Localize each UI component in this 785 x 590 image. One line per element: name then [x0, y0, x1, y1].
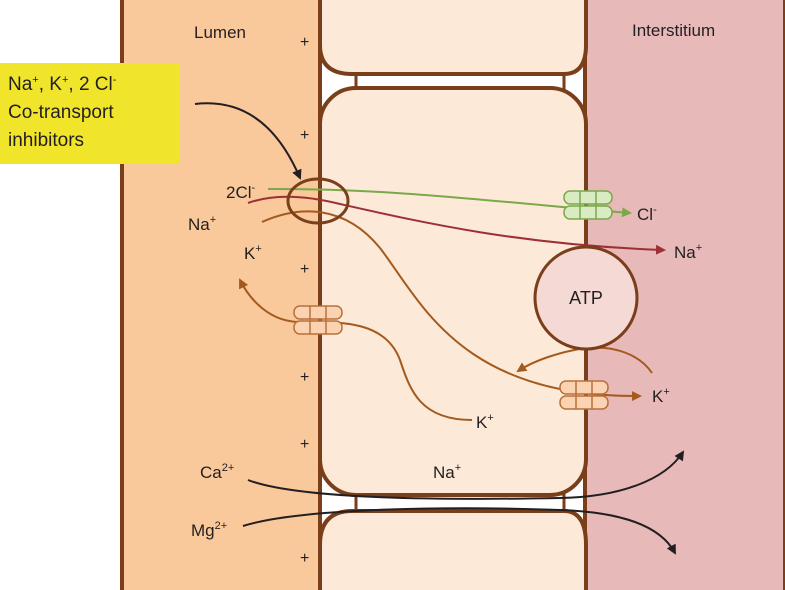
- nkcc-cotransporter: [286, 177, 350, 225]
- cl-interstitium-label: Cl-: [637, 204, 657, 224]
- inhibitor-callout-box: [0, 63, 180, 164]
- cl-channel-basolateral: [563, 190, 613, 220]
- ca-label: Ca2+: [200, 462, 234, 482]
- charge-sign: +: [300, 436, 309, 453]
- k-channel-basolateral: [559, 380, 609, 410]
- inhibitor-callout-line2: Co-transport: [8, 102, 114, 123]
- k-reabsorb-path: [261, 210, 642, 402]
- k-interstitium-label: K+: [652, 386, 670, 406]
- inhibitor-arrow: [194, 102, 302, 180]
- na-junction-label: Na+: [433, 462, 461, 482]
- k-secretion-path: [239, 278, 473, 421]
- charge-sign: +: [300, 127, 309, 144]
- lumen-label: Lumen: [194, 23, 246, 42]
- charge-sign: +: [300, 369, 309, 386]
- cl-lumen-label: 2Cl-: [226, 182, 256, 202]
- inhibitor-callout-line3: inhibitors: [8, 130, 84, 151]
- na-path: [247, 195, 666, 255]
- inhibitor-callout-line1: Na+, K+, 2 Cl-: [8, 74, 117, 95]
- ca-path: [247, 450, 685, 500]
- k-channel-luminal: [293, 305, 343, 335]
- na-interstitium-label: Na+: [674, 242, 702, 262]
- na-lumen-label: Na+: [188, 214, 216, 234]
- atp-pump: [533, 245, 639, 351]
- charge-sign: +: [300, 550, 309, 567]
- atp-label: ATP: [569, 288, 603, 308]
- lumen-positive-charges: + + + + + +: [300, 34, 309, 567]
- k-cell-label: K+: [476, 412, 494, 432]
- charge-sign: +: [300, 34, 309, 51]
- cell-bottom: [318, 509, 588, 590]
- cell-top: [318, 0, 588, 76]
- k-lumen-label: K+: [244, 243, 262, 263]
- interstitium-label: Interstitium: [632, 21, 715, 40]
- mg-path: [242, 507, 676, 555]
- charge-sign: +: [300, 261, 309, 278]
- mg-label: Mg2+: [191, 520, 227, 540]
